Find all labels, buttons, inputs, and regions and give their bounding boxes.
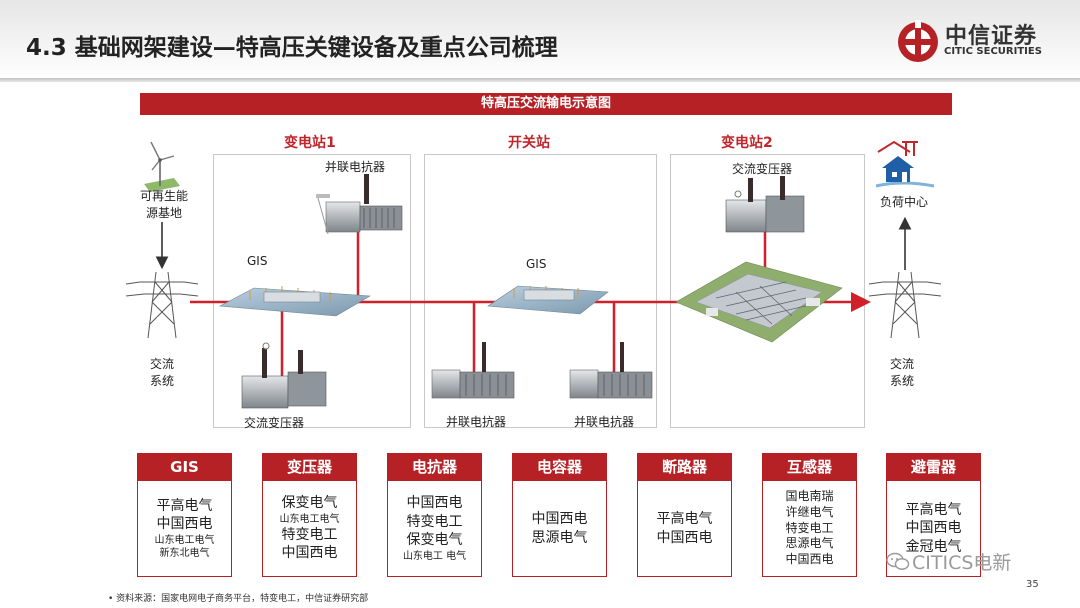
category-card: 电容器中国西电思源电气 [512,453,607,577]
right-ac-system-label: 交流 系统 [878,355,926,389]
company-name: 山东电工 电气 [402,550,467,562]
company-name: 特变电工 [785,520,834,535]
company-name: 平高电气 [656,511,713,528]
switching-station-title: 开关站 [508,135,550,151]
diagram-banner: 特高压交流输电示意图 [140,93,952,115]
category-card: 断路器平高电气中国西电 [637,453,732,577]
category-card: 变压器保变电气山东电工电气特变电工中国西电 [262,453,357,577]
company-name: 金冠电气 [905,538,962,555]
header-divider [0,78,1080,82]
source-note: • 资料来源：国家电网电子商务平台，特变电工，中信证券研究部 [108,594,369,604]
page-title: 4.3 基础网架建设—特高压关键设备及重点公司梳理 [26,35,558,61]
company-name: 中国西电 [905,520,962,537]
company-list: 平高电气中国西电山东电工电气新东北电气 [137,481,232,577]
substation2-title: 变电站2 [721,135,773,151]
company-list: 国电南瑞许继电气特变电工思源电气中国西电 [762,481,857,577]
logo-text-chinese: 中信证券 [945,24,1038,49]
sw-gis-icon [487,285,609,315]
s2-substation-site-icon [675,261,843,343]
category-title: 变压器 [262,453,357,481]
category-card: 避雷器平高电气中国西电金冠电气 [886,453,981,577]
s2-ac-transformer-icon [725,176,805,233]
left-tower-icon [125,271,199,339]
substation1-title: 变电站1 [284,135,336,151]
category-title: 电抗器 [387,453,482,481]
company-name: 保变电气 [406,532,463,549]
company-list: 保变电气山东电工电气特变电工中国西电 [262,481,357,577]
company-name: 中国西电 [281,545,338,562]
category-title: 断路器 [637,453,732,481]
s1-ac-transformer-icon [241,342,327,409]
category-card: 电抗器中国西电特变电工保变电气山东电工 电气 [387,453,482,577]
logo-text-english: CITIC SECURITIES [944,46,1042,57]
wechat-watermark: CITICS电新 [886,548,1011,575]
s1-gis-label: GIS [247,254,268,268]
company-name: 中国西电 [156,516,213,533]
company-list: 中国西电特变电工保变电气山东电工 电气 [387,481,482,577]
wind-turbine-icon [144,141,180,192]
right-ac-line2: 系统 [889,374,914,388]
category-title: 互感器 [762,453,857,481]
sw-gis-label: GIS [526,257,547,271]
left-ac-line1: 交流 [149,357,174,371]
sw-right-shunt-reactor-icon [569,342,653,399]
company-list: 平高电气中国西电 [637,481,732,577]
company-name: 中国西电 [531,511,588,528]
watermark-text: CITICS电新 [912,552,1012,574]
company-name: 特变电工 [406,513,463,530]
company-list: 中国西电思源电气 [512,481,607,577]
company-name: 思源电气 [531,529,588,546]
company-name: 保变电气 [281,495,338,512]
left-ac-line2: 系统 [149,374,174,388]
wechat-icon [886,552,910,570]
s1-gis-icon [218,286,371,317]
category-title: 电容器 [512,453,607,481]
renewable-label-line2: 源基地 [145,206,182,220]
citic-logo-icon [898,20,938,62]
company-name: 中国西电 [406,495,463,512]
company-name: 国电南瑞 [785,488,834,503]
left-ac-system-label: 交流 系统 [138,355,186,389]
company-name: 中国西电 [785,552,834,567]
page-number: 35 [1026,579,1039,590]
load-center-house-icon [875,140,935,188]
right-ac-line1: 交流 [889,357,914,371]
category-card: 互感器国电南瑞许继电气特变电工思源电气中国西电 [762,453,857,577]
s1-reactor-label: 并联电抗器 [325,160,386,174]
load-center-label: 负荷中心 [880,195,929,209]
company-name: 平高电气 [156,497,213,514]
company-name: 新东北电气 [159,547,210,559]
company-name: 中国西电 [656,529,713,546]
company-list: 平高电气中国西电金冠电气 [886,481,981,577]
category-title: 避雷器 [886,453,981,481]
company-name: 山东电工电气 [154,534,215,546]
company-name: 山东电工电气 [279,513,340,525]
sw-right-reactor-label: 并联电抗器 [574,415,635,429]
sw-left-shunt-reactor-icon [431,342,515,399]
sw-left-reactor-label: 并联电抗器 [446,415,507,429]
right-tower-icon [868,271,942,339]
s1-transformer-label: 交流变压器 [244,416,305,430]
company-name: 思源电气 [785,536,834,551]
company-name: 特变电工 [281,526,338,543]
category-title: GIS [137,453,232,481]
company-name: 许继电气 [785,504,834,519]
company-name: 平高电气 [905,501,962,518]
s2-transformer-label: 交流变压器 [732,162,793,176]
renewable-base-label: 可再生能 源基地 [140,187,188,221]
renewable-label-line1: 可再生能 [140,189,189,203]
s1-shunt-reactor-icon [316,174,403,235]
